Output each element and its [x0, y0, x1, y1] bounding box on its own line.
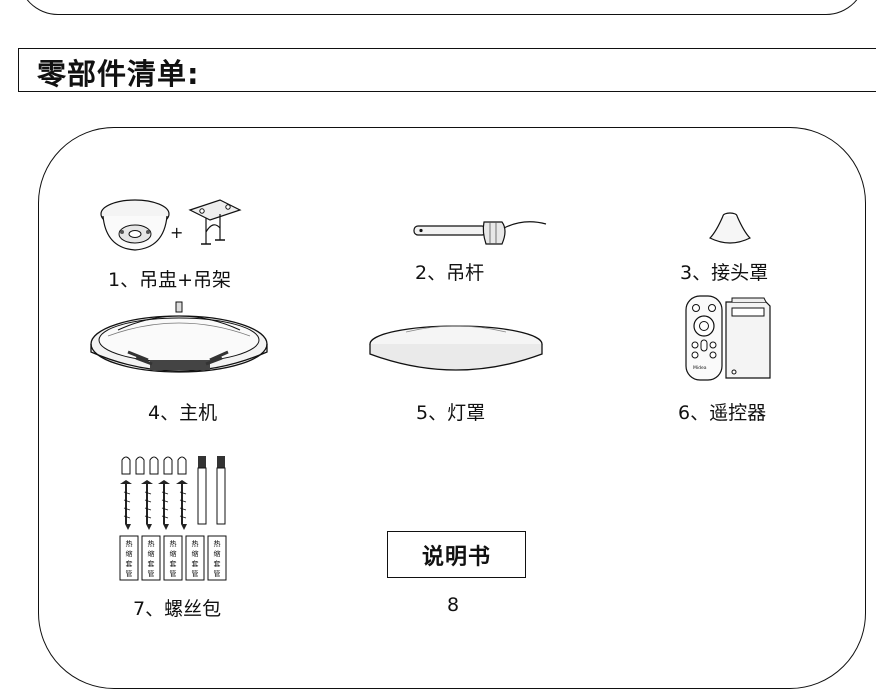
- svg-text:套: 套: [148, 559, 155, 568]
- part-2-label: 2、吊杆: [415, 262, 485, 284]
- svg-text:热: 热: [126, 539, 133, 548]
- svg-text:管: 管: [170, 569, 177, 578]
- part-6-label: 6、遥控器: [678, 402, 767, 424]
- svg-text:管: 管: [214, 569, 221, 578]
- manual-icon: 说明书: [387, 531, 526, 578]
- svg-text:套: 套: [170, 559, 177, 568]
- svg-text:管: 管: [148, 569, 155, 578]
- part-8-label: 8: [447, 594, 460, 616]
- svg-text:套: 套: [214, 559, 221, 568]
- fan-motor-body-icon: [90, 301, 268, 373]
- manual-text: 说明书: [421, 544, 491, 570]
- lamp-shade-icon: [369, 325, 543, 371]
- svg-text:热: 热: [148, 539, 155, 548]
- section-header: 零部件清单:: [18, 48, 876, 92]
- svg-text:热: 热: [192, 539, 199, 548]
- svg-text:管: 管: [192, 569, 199, 578]
- svg-text:Midea: Midea: [693, 365, 707, 371]
- remote-control-icon: Midea: [685, 295, 771, 381]
- svg-text:热: 热: [170, 539, 177, 548]
- svg-text:套: 套: [126, 559, 133, 568]
- svg-text:缩: 缩: [126, 549, 133, 558]
- top-frame: [18, 0, 866, 15]
- svg-text:管: 管: [126, 569, 133, 578]
- part-1-label: 1、吊盅+吊架: [108, 269, 232, 291]
- down-rod-icon: [413, 221, 547, 245]
- part-4-label: 4、主机: [148, 402, 218, 424]
- svg-text:缩: 缩: [170, 549, 177, 558]
- svg-text:套: 套: [192, 559, 199, 568]
- svg-text:+: +: [170, 223, 183, 242]
- part-7-label: 7、螺丝包: [133, 598, 222, 620]
- part-3-label: 3、接头罩: [680, 262, 769, 284]
- svg-text:缩: 缩: [214, 549, 221, 558]
- svg-text:热: 热: [214, 539, 221, 548]
- section-title: 零部件清单:: [37, 57, 200, 91]
- joint-cover-icon: [708, 212, 752, 244]
- svg-text:缩: 缩: [192, 549, 199, 558]
- part-5-label: 5、灯罩: [416, 402, 486, 424]
- ceiling-canopy-and-bracket-icon: +: [100, 199, 242, 251]
- svg-text:缩: 缩: [148, 549, 155, 558]
